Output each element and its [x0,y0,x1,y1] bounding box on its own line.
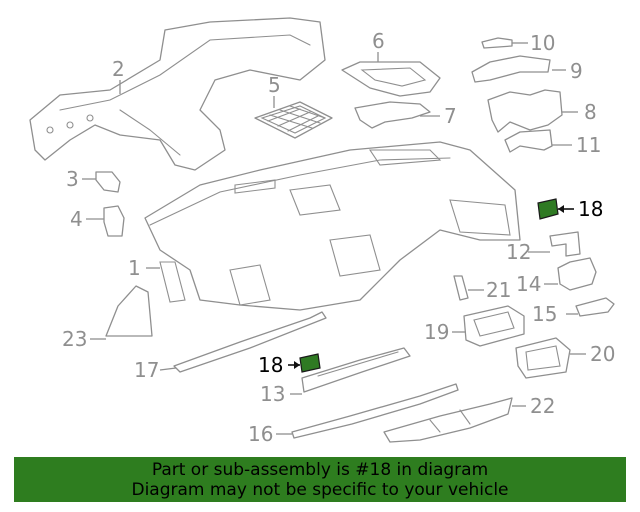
callout-23: 23 [62,327,87,351]
part-18-upper-highlight [537,198,559,220]
part-22-lower-bracket [383,397,513,443]
arrow-18-lower [294,361,300,369]
callout-15: 15 [532,302,557,326]
callout-2: 2 [112,57,125,81]
callout-6: 6 [372,29,385,53]
callout-13: 13 [260,382,285,406]
part-14-bracket [557,257,597,291]
part-6-top-panel [341,61,441,97]
part-2-cross-car-beam [29,17,326,171]
callout-11: 11 [576,133,601,157]
callout-20: 20 [590,342,615,366]
part-1-instrument-panel [144,141,521,311]
footer-line-2: Diagram may not be specific to your vehi… [131,480,509,500]
arrow-18-upper [558,205,564,213]
callout-1: 1 [128,256,141,280]
parts-diagram: 2 5 6 7 10 9 8 11 3 4 18 1 12 14 21 15 1… [29,17,615,446]
part-18-lower-highlight [299,353,321,373]
part-17-trim-strip [173,311,327,373]
part-19-bezel [463,305,525,347]
part-12-bracket [549,231,581,257]
part-7-trim-bracket [354,101,431,129]
callout-17: 17 [134,358,159,382]
part-10-clip [481,37,513,49]
callout-19: 19 [424,320,449,344]
part-15-trim [575,297,615,317]
callout-8: 8 [584,100,597,124]
callout-5: 5 [268,73,281,97]
part-5-speaker-grille [254,101,333,139]
part-8-bezel [487,89,563,133]
part-11-handle [504,129,553,153]
callout-4: 4 [70,207,83,231]
callout-10: 10 [530,31,555,55]
callout-14: 14 [516,272,541,296]
callout-3: 3 [66,167,79,191]
callout-12: 12 [506,240,531,264]
callout-7: 7 [444,104,457,128]
part-4-bracket [103,205,125,237]
part-23-side-cover [105,285,153,337]
part-13-molding [301,347,411,393]
callout-9: 9 [570,59,583,83]
callout-18-lower: 18 [258,353,283,377]
callout-18-upper: 18 [578,197,603,221]
callout-21: 21 [486,278,511,302]
part-21-strip [453,275,469,301]
callout-22: 22 [530,394,555,418]
info-footer: Part or sub-assembly is #18 in diagram D… [14,457,626,502]
callout-16: 16 [248,422,273,446]
part-16-molding [291,383,459,439]
part-20-bezel [515,337,571,379]
part-9-panel [471,55,551,83]
part-3-clip [95,171,121,193]
leader-lines [82,42,586,435]
footer-line-1: Part or sub-assembly is #18 in diagram [151,460,489,480]
